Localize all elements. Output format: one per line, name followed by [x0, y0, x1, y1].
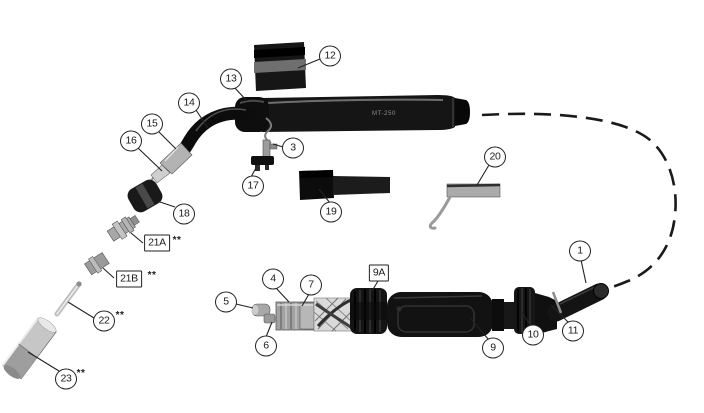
nozzle-taper-part-15 [159, 142, 193, 175]
set-pin-part-6 [263, 313, 276, 324]
trigger-pin-part-17 [251, 156, 274, 171]
wire-guide-pin-part-5 [251, 303, 271, 317]
callout-20: 20 [484, 146, 506, 168]
callout-9: 9 [482, 337, 504, 359]
callout-7: 7 [300, 274, 322, 296]
knurled-nut-part-9a [350, 288, 387, 334]
handle-marking-label: MT-250 [372, 111, 396, 117]
braided-cable-section [313, 297, 353, 332]
callout-18: 18 [173, 203, 195, 225]
callout-3: 3 [282, 137, 304, 159]
trigger-part-19 [299, 170, 390, 200]
callout-11: 11 [562, 320, 584, 342]
callout-22-asterisks: ** [115, 310, 125, 321]
callout-12: 12 [319, 45, 341, 67]
connector-plug-part-4-7 [275, 301, 315, 331]
callout-13: 13 [220, 68, 242, 90]
trigger-spring-part-3 [262, 117, 278, 159]
callout-14: 14 [178, 92, 200, 114]
callout-5: 5 [215, 291, 237, 313]
diffuser-nut-part-18 [127, 179, 163, 213]
gun-handle-tube-part [262, 95, 470, 132]
callout-21a-asterisks: ** [172, 235, 182, 246]
callout-23-asterisks: ** [76, 368, 86, 379]
cable-dashed-path [481, 112, 677, 291]
callout-10: 10 [522, 324, 544, 346]
leader-lines [27, 58, 587, 372]
cable-boot-part-11 [535, 293, 557, 335]
callout-4: 4 [262, 268, 284, 290]
rear-assembly [251, 283, 609, 337]
power-cable-part-1 [547, 283, 609, 322]
hanger-hook-part-20 [428, 183, 501, 230]
contact-tip-part-22 [54, 281, 82, 317]
callout-6: 6 [255, 335, 277, 357]
callout-17: 17 [242, 175, 264, 197]
callout-15: 15 [141, 113, 163, 135]
callout-21a: 21A [144, 234, 170, 252]
strain-relief-nut-part-10 [514, 287, 535, 334]
callout-19: 19 [320, 201, 342, 223]
callout-21b-asterisks: ** [147, 270, 157, 281]
callout-16: 16 [120, 130, 142, 152]
callout-21b: 21B [116, 270, 142, 288]
callout-9a: 9A [368, 264, 390, 282]
rear-handle-body-part-9 [387, 292, 515, 337]
callout-23: 23 [55, 368, 77, 390]
handle-half-part-12 [254, 42, 306, 91]
callout-1: 1 [569, 240, 591, 262]
tip-adapter-part-21b [84, 252, 110, 276]
nozzle-part-23 [1, 317, 57, 380]
gas-diffuser-part-21a [106, 215, 140, 242]
callout-22: 22 [93, 310, 115, 332]
